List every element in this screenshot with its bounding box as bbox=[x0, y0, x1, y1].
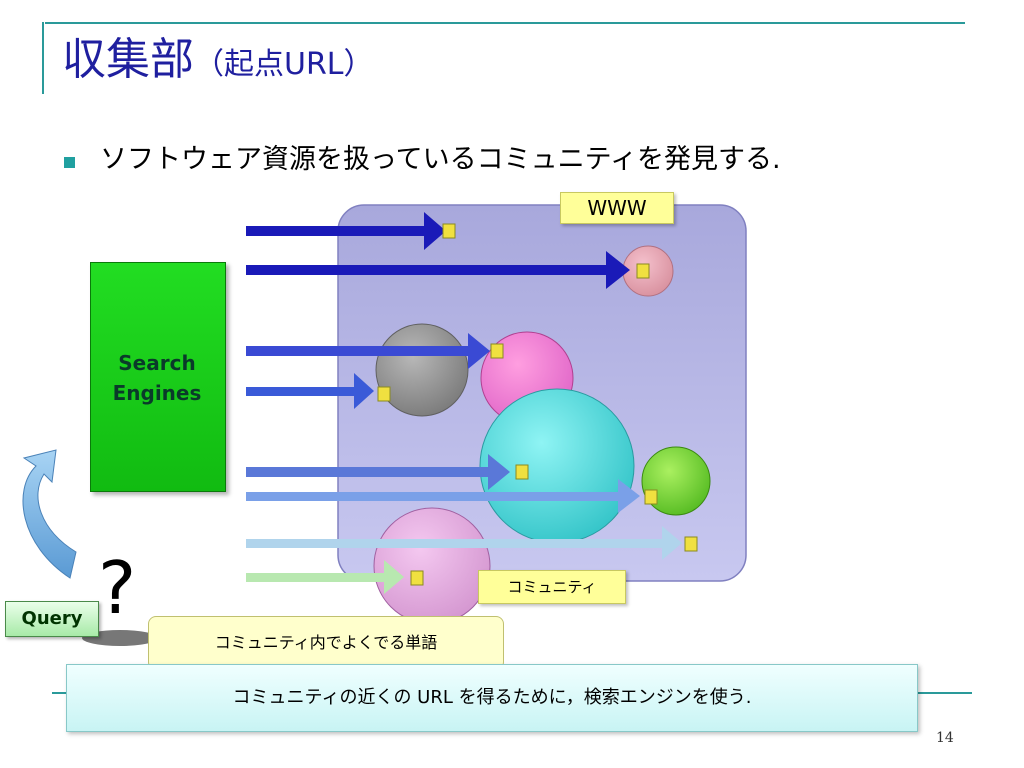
url-marker bbox=[410, 570, 424, 586]
community-label: コミュニティ bbox=[478, 570, 626, 604]
footer-rule-left bbox=[52, 692, 68, 694]
url-marker bbox=[636, 263, 650, 279]
arrow-7 bbox=[246, 526, 682, 560]
url-marker bbox=[684, 536, 698, 552]
bullet-text: ソフトウェア資源を扱っているコミュニティを発見する. bbox=[100, 144, 781, 175]
community-circle-lavender bbox=[373, 507, 491, 625]
speech-bubble: コミュニティ内でよくでる単語 bbox=[148, 616, 504, 670]
url-marker bbox=[377, 386, 391, 402]
arrow-3 bbox=[246, 333, 490, 369]
query-box: Query bbox=[5, 601, 99, 637]
title-main: 収集部 bbox=[62, 34, 194, 85]
engines-label-line2: Engines bbox=[112, 381, 202, 405]
arrow-5 bbox=[246, 454, 510, 490]
community-circle-gray bbox=[375, 323, 469, 417]
bullet-marker bbox=[64, 157, 75, 168]
engines-label-line1: Search bbox=[118, 351, 196, 375]
url-marker bbox=[644, 489, 658, 505]
community-circle-cyan bbox=[479, 388, 635, 544]
arrow-4 bbox=[246, 373, 374, 409]
search-engines-label: Search Engines bbox=[90, 348, 224, 408]
search-engines-box bbox=[90, 262, 226, 492]
community-circle-green bbox=[641, 446, 711, 516]
arrow-1 bbox=[246, 212, 446, 250]
title-accent-bar bbox=[42, 22, 44, 94]
arrow-2 bbox=[246, 251, 630, 289]
page-number: 14 bbox=[936, 730, 954, 746]
url-marker bbox=[490, 343, 504, 359]
arrow-8 bbox=[246, 560, 404, 594]
cycle-arrow-icon bbox=[22, 449, 77, 579]
title-sub: （起点URL） bbox=[194, 47, 374, 82]
title-rule bbox=[45, 22, 965, 24]
www-label: WWW bbox=[560, 192, 674, 224]
footer-rule-right bbox=[914, 692, 972, 694]
footer-callout: コミュニティの近くの URL を得るために，検索エンジンを使う. bbox=[66, 664, 918, 732]
question-mark: ? bbox=[98, 546, 137, 630]
url-marker bbox=[515, 464, 529, 480]
url-marker bbox=[442, 223, 456, 239]
slide-title: 収集部（起点URL） bbox=[62, 38, 374, 82]
arrow-6 bbox=[246, 479, 640, 513]
question-shadow bbox=[82, 630, 158, 646]
